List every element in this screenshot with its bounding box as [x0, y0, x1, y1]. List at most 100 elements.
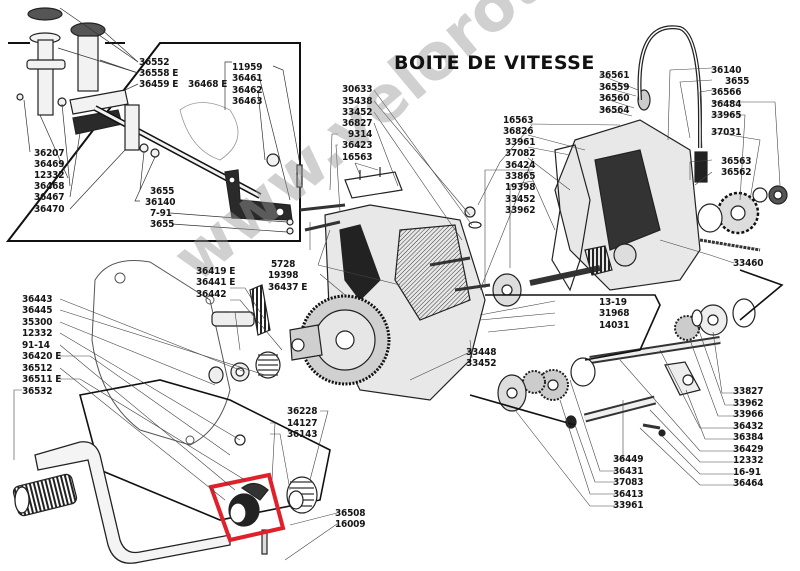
part-label: 36562 [721, 167, 752, 178]
part-label: 36432 [733, 421, 764, 432]
part-label: 36429 [733, 444, 764, 455]
part-label: 33452 [342, 107, 373, 118]
part-label: 36420 E [22, 351, 62, 362]
part-label: 36445 [22, 305, 53, 316]
part-label: 36463 [232, 96, 263, 107]
part-label: 36464 [733, 478, 764, 489]
part-label: 36413 [613, 489, 644, 500]
leader-lines [13, 67, 781, 561]
side-cover [79, 259, 331, 521]
part-label: 33962 [505, 205, 536, 216]
kickstarter-crank [12, 441, 231, 564]
part-label: 36469 [34, 159, 65, 170]
part-label: 36207 [34, 148, 65, 159]
part-label: 14127 [287, 418, 318, 429]
part-label: 35438 [342, 96, 373, 107]
cap-left [27, 7, 63, 21]
part-label: 33962 [733, 398, 764, 409]
inset-leaders [23, 7, 301, 233]
screw [296, 164, 303, 188]
part-label: 36511 E [22, 374, 62, 385]
part-label: 33452 [505, 194, 536, 205]
part-label: 12332 [22, 328, 53, 339]
part-label: 36140 [145, 197, 176, 208]
part-label: 36512 [22, 363, 53, 374]
part-label: 36484 [711, 99, 742, 110]
part-label: 36558 E [139, 68, 179, 79]
part-label: 36826 [503, 126, 534, 137]
part-label: 3655 [150, 186, 175, 197]
gasket-lines [469, 269, 784, 426]
part-label: 31968 [599, 308, 630, 319]
part-label: 13-19 [599, 297, 627, 308]
part-label: 33865 [505, 171, 536, 182]
part-label: 9314 [348, 129, 373, 140]
pin-right [77, 35, 99, 92]
part-label: 16563 [342, 152, 373, 163]
crankcase [289, 167, 491, 401]
part-label: 36424 [505, 160, 536, 171]
part-label: 19398 [505, 182, 536, 193]
bracket [124, 104, 140, 151]
part-label: 37082 [505, 148, 536, 159]
part-label: 36559 [599, 82, 630, 93]
part-label: 36461 [232, 73, 263, 84]
part-label: 36467 [34, 192, 65, 203]
link-plate-dark [72, 109, 123, 135]
part-label: 37031 [711, 127, 742, 138]
part-label: 36561 [599, 70, 630, 81]
part-label: 16563 [503, 115, 534, 126]
part-label: 33961 [505, 137, 536, 148]
part-label: 36462 [232, 85, 263, 96]
gasket [79, 379, 331, 521]
cap-right [70, 22, 106, 38]
part-label: 36459 E [139, 79, 179, 90]
part-label: 36140 [711, 65, 742, 76]
part-label: 12332 [34, 170, 65, 181]
part-label: 7-91 [150, 208, 172, 219]
part-label: 12332 [733, 455, 764, 466]
part-label: 36560 [599, 93, 630, 104]
part-label: 30633 [342, 84, 373, 95]
part-label: 33452 [466, 358, 497, 369]
part-label: 36552 [139, 57, 170, 68]
part-label: 19398 [268, 270, 299, 281]
right-crankcase [492, 25, 788, 307]
part-label: 91-14 [22, 340, 50, 351]
part-label: 3655 [725, 76, 750, 87]
highlight-box [208, 472, 286, 543]
part-label: 36468 [34, 181, 65, 192]
part-label: 33966 [733, 409, 764, 420]
gear-shafts [497, 298, 756, 437]
part-label: 36143 [287, 429, 318, 440]
part-label: 11959 [232, 62, 263, 73]
part-label: 14031 [599, 320, 630, 331]
part-label: 33961 [613, 500, 644, 511]
part-label: 36384 [733, 432, 764, 443]
part-label: 36419 E [196, 266, 236, 277]
inset-parts [16, 7, 303, 235]
part-label: 36228 [287, 406, 318, 417]
part-label: 3655 [150, 219, 175, 230]
part-label: 37083 [613, 477, 644, 488]
chain-label: 33460 [733, 258, 764, 269]
part-label: 35300 [22, 317, 53, 328]
part-label: 36442 [196, 289, 227, 300]
part-label: 36431 [613, 466, 644, 477]
part-label: 36508 [335, 508, 366, 519]
part-label: 36827 [342, 118, 373, 129]
part-label: 33827 [733, 386, 764, 397]
kick-spring-parts [228, 476, 318, 555]
part-label: 16-91 [733, 467, 761, 478]
diagram-title: BOITE DE VITESSE [394, 52, 595, 74]
part-label: 36563 [721, 156, 752, 167]
part-label: 36437 E [268, 282, 308, 293]
part-label: 33448 [466, 347, 497, 358]
part-label: 36566 [711, 87, 742, 98]
part-label: 36470 [34, 204, 65, 215]
part-label: 36564 [599, 105, 630, 116]
bracket-group-label: 36468 E [188, 79, 228, 90]
part-label: 5728 [271, 259, 296, 270]
link-plate [69, 89, 129, 115]
